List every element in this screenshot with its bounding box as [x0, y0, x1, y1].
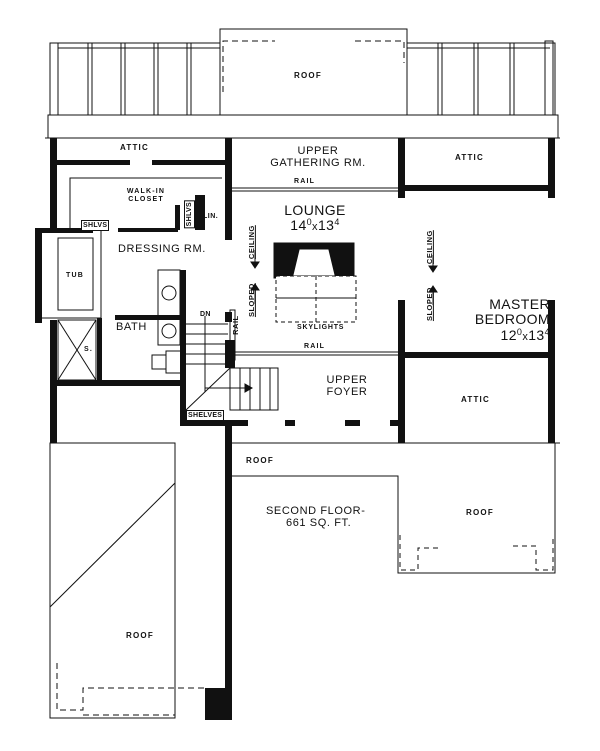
- sloped-label-bedroom: SLOPED: [424, 287, 434, 322]
- shelves-label: SHELVES: [186, 410, 225, 421]
- tub-outline: [57, 237, 94, 311]
- lounge-dimensions: 140x134: [290, 217, 340, 234]
- ceiling-label-lounge: CEILING: [246, 225, 256, 260]
- shelves-linen-label: SHLVS: [184, 200, 195, 229]
- rail-lounge-label: RAIL: [304, 343, 326, 350]
- bath-label: BATH: [116, 321, 147, 333]
- walk-in-closet-label: WALK-IN CLOSET: [126, 188, 166, 203]
- stair-treads: [185, 316, 279, 411]
- upper-foyer-label: UPPER FOYER: [326, 374, 368, 399]
- balcony-railing-left: [49, 42, 221, 116]
- shelves-closet-label: SHLVS: [81, 220, 110, 231]
- skylights-label: SKYLIGHTS: [297, 324, 345, 331]
- roof-bottom-left-label: ROOF: [126, 631, 154, 640]
- master-bedroom-dimensions: 120x134: [500, 326, 550, 343]
- master-bedroom-label: MASTER BEDROOM 120x134: [460, 296, 550, 343]
- lounge-label: LOUNGE 140x134: [254, 202, 376, 234]
- tub-label: TUB: [66, 272, 84, 279]
- walls: [35, 138, 555, 720]
- rail-gathering-label: RAIL: [294, 178, 316, 185]
- upper-gathering-room-label: UPPER GATHERING RM.: [270, 145, 366, 170]
- roof-bottom-left-outline: [49, 442, 176, 719]
- sloped-label-lounge: SLOPED: [246, 283, 256, 318]
- stairs-down-label: DN: [200, 311, 211, 318]
- attic-right-bottom-label: ATTIC: [461, 395, 490, 404]
- ceiling-label-bedroom: CEILING: [424, 230, 434, 265]
- floor-area-label: SECOND FLOOR- 661 SQ. FT.: [266, 505, 366, 530]
- shower-label: S.: [84, 346, 94, 353]
- rail-stair-label: RAIL: [230, 315, 240, 335]
- attic-right-top-label: ATTIC: [455, 153, 484, 162]
- roof-mid-right-label: ROOF: [466, 508, 494, 517]
- balcony-railing-right: [406, 40, 556, 116]
- attic-left-label: ATTIC: [120, 143, 149, 152]
- roof-top-label: ROOF: [294, 71, 322, 80]
- dressing-room-label: DRESSING RM.: [118, 243, 206, 255]
- linen-closet-label: LIN.: [203, 213, 219, 220]
- roof-mid-left-label: ROOF: [246, 456, 274, 465]
